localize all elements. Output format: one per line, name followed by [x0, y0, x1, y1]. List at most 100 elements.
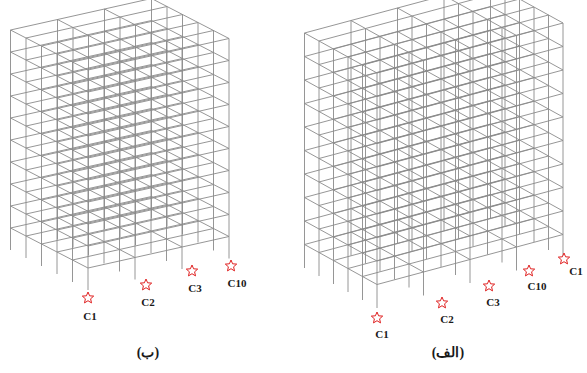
- column-label: C2: [440, 314, 453, 325]
- frame-member: [105, 207, 183, 247]
- column-label: C10: [528, 281, 547, 292]
- frame-member: [305, 0, 491, 33]
- frame-member: [305, 33, 378, 73]
- frame-member: [351, 138, 424, 178]
- frame-member: [105, 97, 183, 137]
- frame-member: [351, 68, 424, 108]
- column-star: [186, 265, 197, 276]
- frame-member: [11, 162, 89, 202]
- frame-member: [11, 96, 89, 136]
- building-frames: [11, 0, 564, 308]
- frame-member: [444, 43, 517, 83]
- column-label: C10: [228, 278, 247, 289]
- frame-member: [398, 79, 471, 119]
- column-star: [558, 253, 569, 264]
- frame-member: [491, 148, 564, 188]
- column-label: C1: [569, 266, 582, 277]
- frame-member: [105, 31, 183, 71]
- frame-member: [351, 44, 424, 84]
- frame-member: [105, 53, 183, 93]
- frame-member: [105, 75, 183, 115]
- frame-member: [351, 209, 424, 249]
- frame-member: [11, 0, 152, 30]
- frame-member: [398, 102, 471, 142]
- frame-member: [58, 42, 136, 82]
- frame-member: [505, 0, 506, 226]
- frame-member: [152, 197, 230, 237]
- frame-member: [444, 137, 517, 177]
- frame-member: [58, 152, 136, 192]
- frame-member: [152, 21, 230, 61]
- frame-member: [58, 196, 136, 236]
- frame-member: [351, 185, 424, 225]
- frame-member: [348, 7, 534, 57]
- frame-member: [58, 108, 136, 148]
- frame-member: [398, 126, 471, 166]
- frame-member: [491, 171, 564, 211]
- frame-member: [11, 184, 89, 224]
- column-star: [371, 312, 382, 323]
- column-label: C1: [375, 329, 388, 340]
- frame-member: [351, 115, 424, 155]
- frame-member: [105, 9, 183, 49]
- frame-member: [444, 90, 517, 130]
- frame-member: [491, 7, 564, 47]
- frame-member: [58, 64, 136, 104]
- frame-member: [444, 207, 517, 247]
- frame-member: [398, 55, 471, 95]
- frame-member: [319, 0, 505, 41]
- frame-member: [105, 141, 183, 181]
- column-star: [523, 265, 534, 276]
- frame-member: [58, 218, 136, 258]
- frame-member: [351, 232, 424, 272]
- column-label: C3: [486, 297, 499, 308]
- frame-member: [152, 175, 230, 215]
- frame-member: [351, 162, 424, 202]
- frame-member: [351, 91, 424, 131]
- frame-member: [152, 43, 230, 83]
- frame-member: [444, 160, 517, 200]
- frame-member: [152, 131, 230, 171]
- frame-member: [398, 220, 471, 260]
- frame-member: [351, 21, 424, 61]
- frame-member: [334, 0, 520, 49]
- column-label: C2: [141, 297, 154, 308]
- frame-member: [305, 221, 378, 261]
- frame-member: [152, 87, 230, 127]
- frame-member: [11, 118, 89, 158]
- frame-member: [398, 196, 471, 236]
- frame-member: [11, 206, 89, 246]
- frame-member: [58, 20, 136, 60]
- column-star: [140, 279, 151, 290]
- frame-member: [305, 245, 378, 285]
- frame-member: [491, 77, 564, 117]
- column-label: C1: [83, 311, 96, 322]
- column-label: C3: [188, 283, 201, 294]
- frame-member: [398, 32, 471, 72]
- frame-member: [491, 124, 564, 164]
- frame-member: [305, 104, 378, 144]
- frame-member: [305, 127, 378, 167]
- frame-member: [444, 19, 517, 59]
- frame-member: [398, 149, 471, 189]
- figure-caption: (الف): [432, 346, 464, 360]
- frame-member: [152, 0, 230, 39]
- frame-member: [305, 174, 378, 214]
- frame-member: [152, 65, 230, 105]
- frame-member: [11, 52, 89, 92]
- frame-member: [58, 86, 136, 126]
- frame-member: [11, 140, 89, 180]
- frame-member: [105, 163, 183, 203]
- frame-member: [491, 54, 564, 94]
- frame-member: [444, 184, 517, 224]
- frame-member: [11, 30, 89, 70]
- frame-member: [491, 30, 564, 70]
- frame-member: [305, 151, 378, 191]
- frame-member: [152, 153, 230, 193]
- column-star: [436, 297, 447, 308]
- frame-member: [58, 174, 136, 214]
- frame-member: [11, 228, 89, 268]
- frame-member: [398, 8, 471, 48]
- column-markers: [82, 253, 569, 323]
- frame-member: [491, 195, 564, 235]
